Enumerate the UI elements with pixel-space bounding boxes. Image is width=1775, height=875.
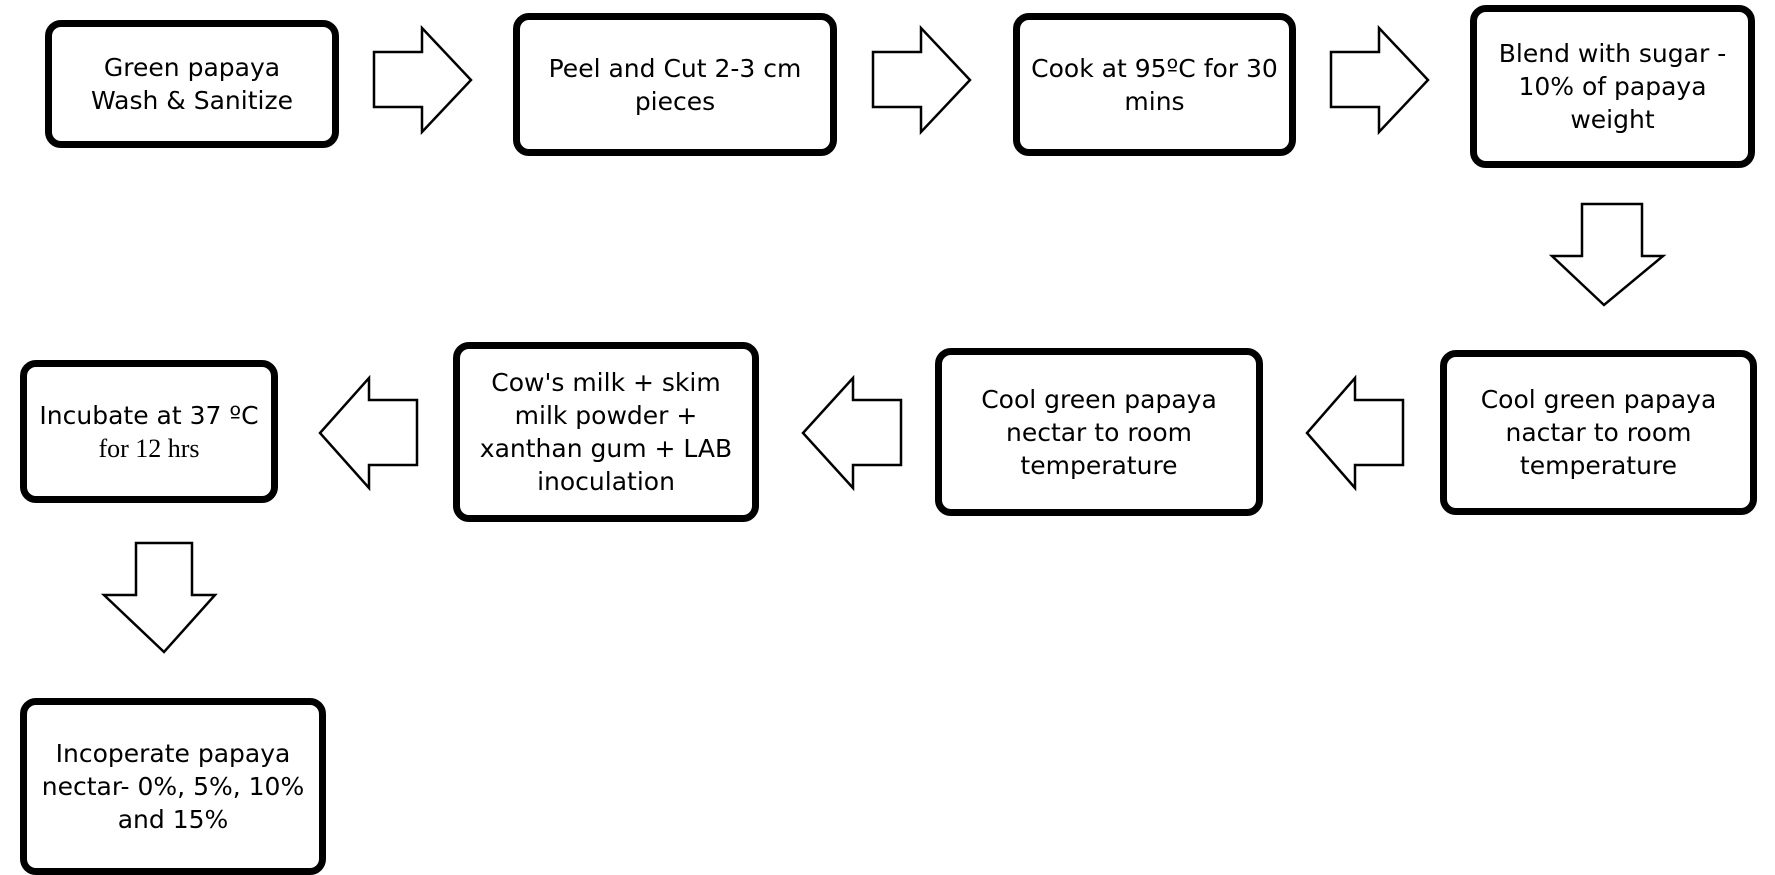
step-wash-sanitize: Green papaya Wash & Sanitize (45, 20, 339, 148)
step-text-line: Cool green papaya (981, 384, 1217, 414)
step-text-line: 10% of papaya (1518, 72, 1707, 101)
step-text-line: for 12 hrs (98, 433, 200, 463)
step-cool-nectar: Cool green papaya nectar to room tempera… (935, 348, 1263, 516)
step-text-line: and 15% (117, 805, 229, 834)
step-incorporate-nectar: Incoperate papaya nectar- 0%, 5%, 10% an… (20, 698, 326, 875)
step-blend-sugar: Blend with sugar - 10% of papaya weight (1470, 5, 1755, 168)
step-text-line: temperature (1519, 451, 1678, 480)
step-text-line: pieces (634, 86, 716, 116)
step-text-line: Incubate at 37 ºC (39, 400, 259, 430)
step-text-line: Cow's milk + skim (491, 368, 721, 397)
step-text-line: Blend with sugar - (1498, 39, 1727, 68)
step-text-line: nectar to room (1005, 417, 1193, 447)
step-text-line: weight (1570, 105, 1655, 134)
arrow-down-icon (100, 541, 218, 654)
step-milk-inoculation: Cow's milk + skim milk powder + xanthan … (453, 342, 759, 522)
step-cook: Cook at 95ºC for 30 mins (1013, 13, 1296, 156)
step-text-line: Green papaya (103, 53, 281, 82)
step-cool-nactar: Cool green papaya nactar to room tempera… (1440, 350, 1757, 515)
step-peel-cut: Peel and Cut 2-3 cm pieces (513, 13, 837, 156)
step-text-line: Incoperate papaya (55, 739, 291, 768)
step-incubate: Incubate at 37 ºC for 12 hrs (20, 360, 278, 503)
step-text-line: Wash & Sanitize (91, 86, 293, 115)
step-text-line: nectar- 0%, 5%, 10% (41, 772, 305, 801)
step-text-line: Peel and Cut 2-3 cm (548, 53, 802, 83)
step-text-line: milk powder + (514, 401, 698, 430)
step-text-line: Cool green papaya (1480, 385, 1717, 414)
arrow-down-icon (1548, 202, 1667, 307)
arrow-left-icon (1305, 374, 1405, 492)
step-text-line: Cook at 95ºC for 30 (1031, 53, 1278, 83)
step-text-line: temperature (1020, 450, 1178, 480)
step-text-line: nactar to room (1505, 418, 1692, 447)
step-text-line: mins (1124, 86, 1185, 116)
arrow-right-icon (1329, 24, 1430, 136)
arrow-left-icon (801, 374, 903, 492)
arrow-right-icon (871, 24, 972, 136)
step-text-line: inoculation (537, 467, 675, 496)
arrow-left-icon (318, 374, 419, 492)
step-text-line: xanthan gum + LAB (479, 434, 733, 463)
arrow-right-icon (372, 24, 473, 136)
